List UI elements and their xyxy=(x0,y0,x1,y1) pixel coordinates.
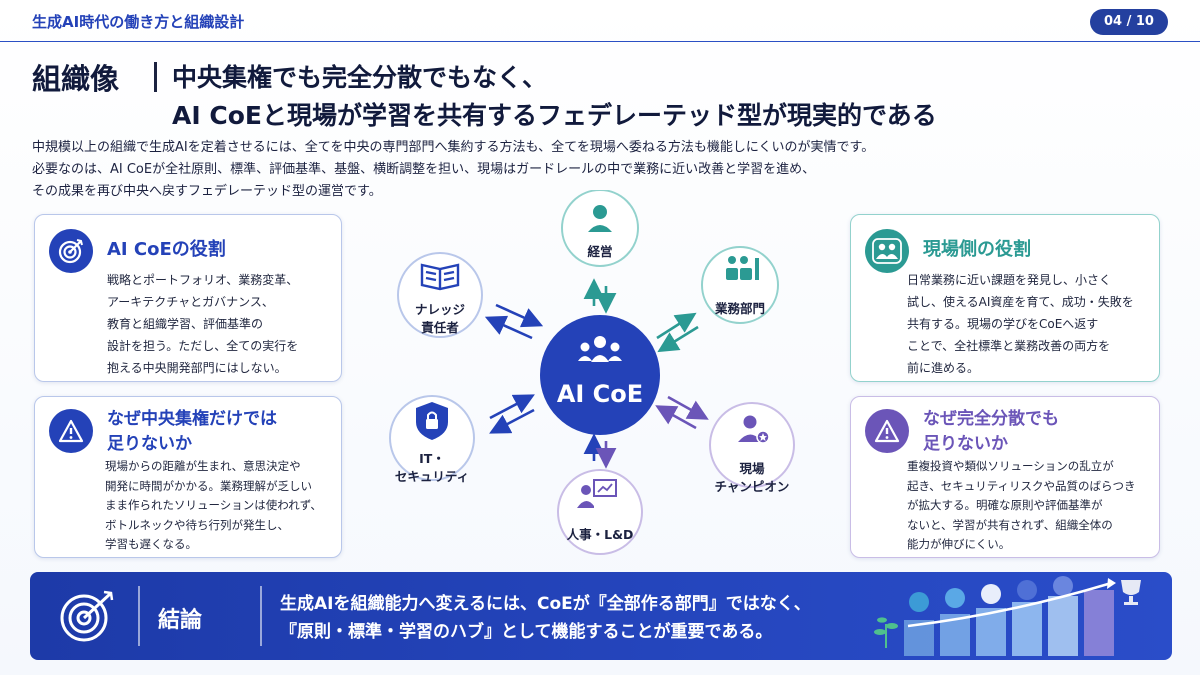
node-executive-label: 経営 xyxy=(587,244,613,259)
central-risk-card: なぜ中央集権だけでは 足りないか 現場からの距離が生まれ、意思決定や 開発に時間… xyxy=(34,396,342,558)
banner-divider xyxy=(138,586,140,646)
target-icon xyxy=(49,229,93,273)
top-bar: 生成AI時代の働き方と組織設計 04 / 10 xyxy=(0,0,1200,42)
person-star-icon xyxy=(738,415,770,444)
central-risk-body: 現場からの距離が生まれ、意思決定や 開発に時間がかかる。業務理解が乏しい まま作… xyxy=(105,459,322,551)
page-number-badge: 04 / 10 xyxy=(1090,9,1168,35)
field-role-body: 日常業務に近い課題を発見し、小さく 試し、使えるAI資産を育て、成功・失敗を 共… xyxy=(907,273,1134,375)
conclusion-line-2: 『原則・標準・学習のハブ』として機能することが重要である。 xyxy=(280,622,773,642)
distributed-risk-card: なぜ完全分散でも 足りないか 重複投資や類似ソリューションの乱立が 起き、セキュ… xyxy=(850,396,1160,558)
target-icon xyxy=(58,588,118,648)
intro-line: 中規模以上の組織で生成AIを定着させるには、全てを中央の専門部門へ集約する方法も… xyxy=(32,140,875,155)
heading-label: 組織像 xyxy=(32,62,120,96)
conclusion-banner: 結論 生成AIを組織能力へ変えるには、CoEが『全部作る部門』ではなく、 『原則… xyxy=(30,572,1172,660)
sprout-icon xyxy=(874,617,898,648)
coe-role-card: AI CoEの役割 戦略とポートフォリオ、業務変革、 アーキテクチャとガバナンス… xyxy=(34,214,342,382)
node-hr-label: 人事・L&D xyxy=(566,527,634,542)
heading-line-2: AI CoEと現場が学習を共有するフェデレーテッド型が現実的である xyxy=(172,101,937,130)
federated-hub-diagram xyxy=(389,190,795,555)
coe-role-title: AI CoEの役割 xyxy=(107,239,226,260)
people-icon xyxy=(865,229,909,273)
connection-arrows xyxy=(484,278,709,469)
heading-divider xyxy=(154,62,157,92)
central-risk-title: なぜ中央集権だけでは 足りないか xyxy=(107,409,277,454)
intro-line: 必要なのは、AI CoEが全社原則、標準、評価基準、基盤、横断調整を担い、現場は… xyxy=(32,162,816,177)
node-hr xyxy=(557,469,643,555)
heading-line-1: 中央集権でも完全分散でもなく、 xyxy=(172,63,548,92)
distributed-risk-title: なぜ完全分散でも 足りないか xyxy=(923,409,1059,454)
growth-steps-illustration xyxy=(874,576,1141,656)
conclusion-text: 生成AIを組織能力へ変えるには、CoEが『全部作る部門』ではなく、 『原則・標準… xyxy=(280,590,811,646)
warning-icon xyxy=(49,409,93,453)
conclusion-label: 結論 xyxy=(158,608,203,633)
shield-lock-icon xyxy=(416,402,448,440)
book-icon xyxy=(420,263,460,291)
team-icon xyxy=(726,256,759,280)
node-security-label: IT・ セキュリティ xyxy=(394,451,470,484)
field-role-title: 現場側の役割 xyxy=(923,239,1031,260)
ai-coe-hub xyxy=(540,315,660,435)
node-champion-label: 現場 チャンピオン xyxy=(714,461,790,494)
person-icon xyxy=(588,205,612,232)
group-icon xyxy=(578,336,622,362)
trophy-icon xyxy=(1121,580,1141,605)
coe-role-body: 戦略とポートフォリオ、業務変革、 アーキテクチャとガバナンス、 教育と組織学習、… xyxy=(107,273,299,375)
page-heading: 組織像 中央集権でも完全分散でもなく、 AI CoEと現場が学習を共有するフェデ… xyxy=(32,54,1172,130)
node-champion xyxy=(709,402,795,488)
presentation-icon xyxy=(577,479,617,508)
node-knowledge-label: ナレッジ 責任者 xyxy=(414,302,465,335)
node-business-label: 業務部門 xyxy=(714,301,765,316)
deck-title: 生成AI時代の働き方と組織設計 xyxy=(32,13,245,31)
node-knowledge xyxy=(397,252,483,338)
field-role-card: 現場側の役割 日常業務に近い課題を発見し、小さく 試し、使えるAI資産を育て、成… xyxy=(850,214,1160,382)
distributed-risk-body: 重複投資や類似ソリューションの乱立が 起き、セキュリティリスクや品質のばらつき … xyxy=(907,459,1136,551)
banner-divider xyxy=(260,586,262,646)
warning-icon xyxy=(865,409,909,453)
intro-line: その成果を再び中央へ戻すフェデレーテッド型の運営です。 xyxy=(32,184,382,199)
conclusion-line-1: 生成AIを組織能力へ変えるには、CoEが『全部作る部門』ではなく、 xyxy=(280,594,811,614)
intro-paragraph: 中規模以上の組織で生成AIを定着させるには、全てを中央の専門部門へ集約する方法も… xyxy=(32,137,1032,203)
hub-center-label: AI CoE xyxy=(556,380,644,408)
